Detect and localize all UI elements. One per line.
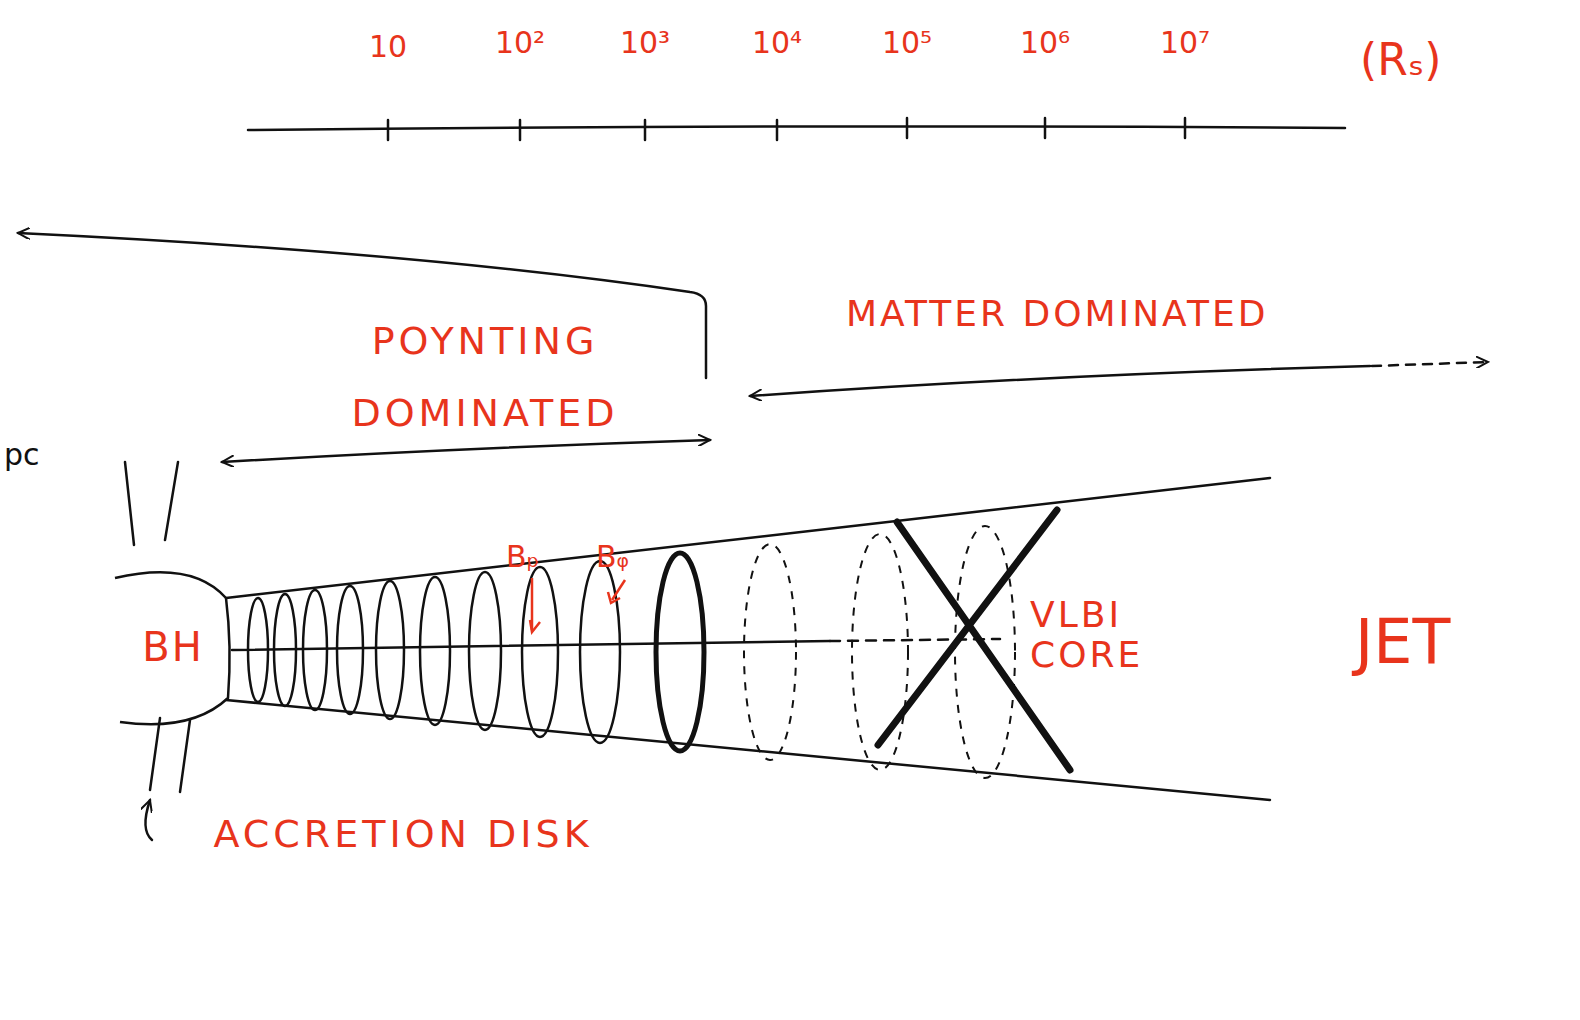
core-label: VLBI CORE (1030, 595, 1200, 674)
scale-number: 10⁷ (1145, 26, 1225, 59)
scale-number: 10² (480, 26, 560, 59)
scale-number: 10⁵ (867, 26, 947, 59)
scale-number: 10⁴ (737, 26, 817, 59)
node-text: BH (142, 624, 204, 670)
scale-number: 10 (348, 30, 428, 63)
unit-label: pc (4, 438, 64, 471)
field-label: Bₚ (506, 540, 566, 573)
black-hole: BH (112, 566, 234, 728)
region-label: POYNTING DOMINATED (300, 305, 670, 449)
disk-label: ACCRETION DISK (168, 798, 638, 870)
field-label: Bᵩ (596, 540, 656, 573)
jet-label: JET (1355, 608, 1555, 676)
scale-number: 10⁶ (1005, 26, 1085, 59)
scale-number: 10³ (605, 26, 685, 59)
unit-label: (Rₛ) (1360, 36, 1520, 84)
region-label: MATTER DOMINATED (846, 294, 1446, 334)
